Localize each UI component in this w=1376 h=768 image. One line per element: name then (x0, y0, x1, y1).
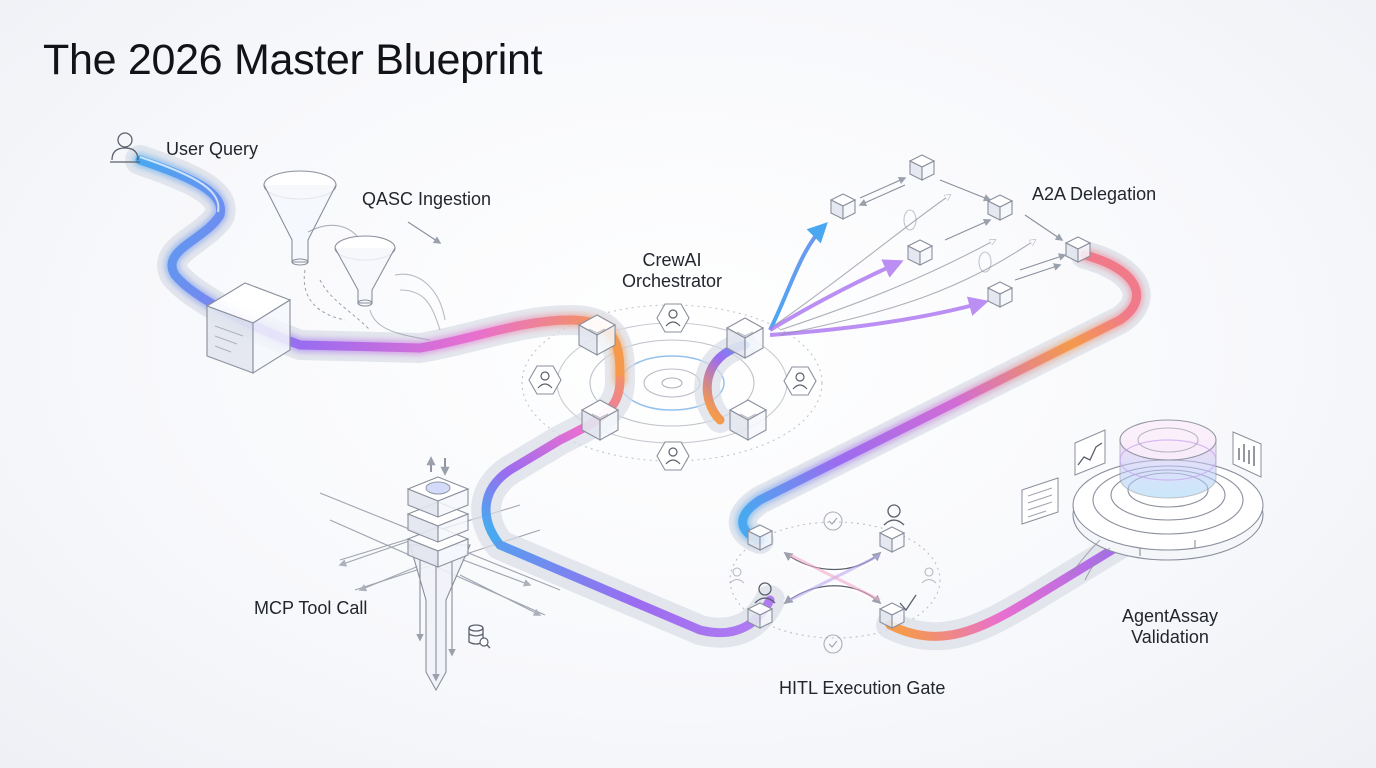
a2a-agent-cubes (830, 154, 1091, 308)
label-agentassay-line2: Validation (1131, 627, 1209, 647)
funnel-icon (263, 170, 361, 266)
user-icon (754, 582, 776, 604)
up-down-arrows-icon (426, 456, 450, 476)
mcp-funnel (409, 544, 471, 692)
label-crewai-orchestrator: CrewAI Orchestrator (622, 250, 722, 292)
a2a-delegation-arrows (768, 176, 1067, 337)
user-icon (110, 132, 140, 163)
mcp-tool-stack (406, 476, 470, 568)
agentassay-platform (1069, 419, 1264, 581)
label-a2a-delegation: A2A Delegation (1032, 184, 1157, 204)
person-hexagon-icon (783, 366, 817, 396)
label-agentassay-validation: AgentAssay Validation (1122, 606, 1218, 648)
user-icon (883, 504, 905, 526)
label-qasc-ingestion: QASC Ingestion (362, 189, 492, 209)
hitl-gate (729, 504, 937, 654)
label-hitl-execution-gate: HITL Execution Gate (779, 678, 946, 698)
funnel-icon (334, 235, 396, 307)
page-title: The 2026 Master Blueprint (43, 36, 543, 84)
check-circle-icon (823, 511, 843, 531)
ingestion-box (205, 282, 292, 374)
person-hexagon-icon (528, 365, 562, 395)
label-orchestrator-line1: CrewAI (642, 250, 702, 270)
person-hexagon-icon (656, 441, 690, 471)
label-orchestrator-line2: Orchestrator (621, 271, 723, 291)
check-circle-icon (823, 634, 843, 654)
person-hexagon-icon (656, 303, 690, 333)
chart-icon (1074, 429, 1106, 476)
hitl-ring (729, 521, 941, 639)
label-user-query: User Query (166, 139, 259, 159)
label-agentassay-line1: AgentAssay (1121, 606, 1219, 626)
database-icon (468, 624, 491, 649)
label-mcp-tool-call: MCP Tool Call (254, 598, 368, 618)
document-icon (1021, 477, 1059, 525)
chart-icon (1232, 431, 1262, 478)
qasc-flow-lines (303, 221, 446, 341)
